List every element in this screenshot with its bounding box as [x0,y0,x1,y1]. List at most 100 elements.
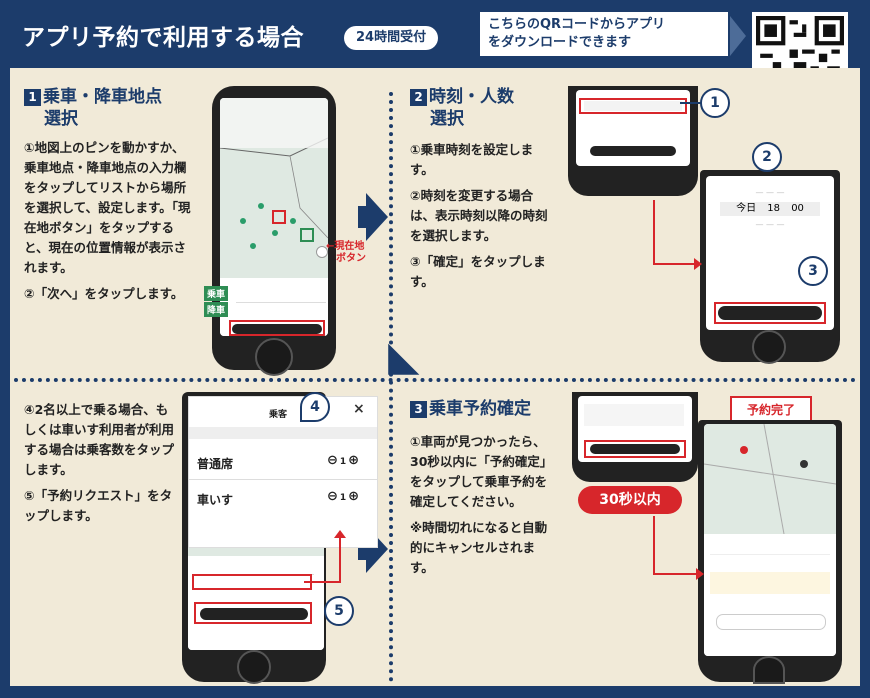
seat-normal-label: 普通席 [197,457,234,471]
step4-item5: ⑤「予約リクエスト」をタップします。 [24,488,173,523]
next-button-highlight [229,320,325,336]
pickup-field[interactable] [236,290,326,303]
seat-normal-count: 1 [339,457,347,467]
step3-title: 乗車予約確定 [429,399,531,419]
map-pin[interactable] [250,243,256,249]
step2-phone-top [568,86,698,196]
time-picker-screen: — — — 今日 18 00 — — — [706,176,834,330]
current-location-icon[interactable] [316,246,328,258]
seat-wheelchair-stepper: ⊖1⊕ [327,489,359,504]
arrow-stem [358,538,368,560]
pickup-tag: 乗車 [204,286,229,301]
callout-3: 3 [798,256,828,286]
time-day: 今日 [736,203,757,214]
qr-caption: こちらのQRコードからアプリ をダウンロードできます [480,12,728,56]
home-button[interactable] [753,656,785,684]
step4-instructions: ④2名以上で乗る場合、もしくは車いす利用者が利用する場合は乗客数をタップします。… [24,400,174,532]
step2-phone-bottom: — — — 今日 18 00 — — — [700,170,840,364]
step2-number: 2 [410,89,427,106]
step1-phone [212,86,336,376]
arrow-right-icon [366,193,388,241]
step2-item3: ③「確定」をタップします。 [410,254,546,289]
home-button[interactable] [237,650,271,684]
confirm-reservation-button[interactable] [590,444,680,454]
step2-title-line2: 選択 [430,109,464,129]
page-title: アプリ予約で利用する場合 [22,25,304,51]
qr-caption-line2: をダウンロードできます [488,35,632,50]
step3-screen-bottom [704,424,836,656]
qr-caption-line1: こちらのQRコードからアプリ [488,17,666,32]
arrow-stem [358,206,368,228]
pickup-time-row[interactable] [584,101,682,111]
step3-screen-top [578,396,692,462]
callout-line [680,102,702,104]
home-button[interactable] [752,330,786,364]
plus-icon[interactable]: ⊕ [348,489,360,504]
map-pin[interactable] [258,203,264,209]
seat-wheelchair-label: 車いす [197,493,234,507]
vertical-divider [389,92,393,682]
step2-instructions: ①乗車時刻を設定します。 ②時刻を変更する場合は、表示時刻以降の時刻を選択します… [410,140,552,298]
qr-arrow-icon [730,16,746,56]
slide-to-cancel[interactable] [716,614,826,630]
step3-number: 3 [410,401,427,418]
step1-screen [220,98,328,336]
step3-item1: ①車両が見つかったら、30秒以内に「予約確定」をタップして乗車予約を確定してくだ… [410,434,553,509]
confirm-button[interactable] [718,306,822,320]
time-minute: 00 [791,203,804,214]
map-roads-icon [220,98,328,239]
dropoff-field[interactable] [236,306,326,318]
passenger-row[interactable] [584,120,682,130]
confirm-button-highlight [714,302,826,324]
hours-badge: 24時間受付 [344,26,439,50]
step2-title-line1: 時刻・人数 [429,87,514,107]
seat-wheelchair-count: 1 [339,493,347,503]
reserve-request-button[interactable] [590,146,676,156]
map-pin[interactable] [272,230,278,236]
map-roads-icon [704,424,836,534]
next-button[interactable] [232,324,322,334]
callout-line2: ボタン [336,253,366,264]
step3-instructions: ①車両が見つかったら、30秒以内に「予約確定」をタップして乗車予約を確定してくだ… [410,432,556,584]
within-30s-badge: 30秒以内 [578,486,682,514]
plus-icon[interactable]: ⊕ [348,453,360,468]
step1-item1: ①地図上のピンを動かすか、乗車地点・降車地点の入力欄をタップしてリストから場所を… [24,140,191,275]
confirm-reservation-highlight [584,440,686,458]
vehicle-info [584,404,684,426]
minus-icon[interactable]: ⊖ [327,489,338,504]
close-icon[interactable]: × [353,401,365,417]
reserve-request-highlight [194,602,312,624]
step1-title-line1: 乗車・降車地点 [43,87,162,107]
step4-item4: ④2名以上で乗る場合、もしくは車いす利用者が利用する場合は乗客数をタップします。 [24,402,175,477]
step3-phone-top [572,392,698,482]
step3-note: ※時間切れになると自動的にキャンセルされます。 [410,520,548,575]
dropoff-tag: 降車 [204,302,229,317]
step2-screen-top [576,90,690,166]
step1-number: 1 [24,89,41,106]
callout-line1: ←現在地 [326,241,365,252]
map-pin[interactable] [240,218,246,224]
dropoff-pin-highlight [300,228,314,242]
red-connector-icon [653,200,702,270]
time-wheel-above: — — — [755,188,785,197]
red-connector-icon [304,530,346,583]
map-pin[interactable] [290,218,296,224]
home-button[interactable] [255,338,293,376]
reserve-request-button[interactable] [200,608,308,620]
passenger-panel-overlay: 乗客 × 普通席 ⊖1⊕ 車いす ⊖1⊕ [188,396,378,548]
step3-phone-bottom [698,420,842,684]
step3-map [704,424,836,534]
callout-5: 5 [324,596,354,626]
reservation-time-row [710,542,830,555]
minus-icon[interactable]: ⊖ [327,453,338,468]
horizontal-divider [14,378,856,382]
callout-4: 4 [300,392,330,422]
passenger-row[interactable] [196,577,306,587]
time-wheel-below: — — — [755,220,785,229]
step1-instructions: ①地図上のピンを動かすか、乗車地点・降車地点の入力欄をタップしてリストから場所を… [24,138,196,310]
time-wheel-selected[interactable]: 今日 18 00 [720,202,820,216]
pickup-pin-highlight [272,210,286,224]
reservation-complete-badge: 予約完了 [730,396,812,424]
divider [189,479,377,480]
